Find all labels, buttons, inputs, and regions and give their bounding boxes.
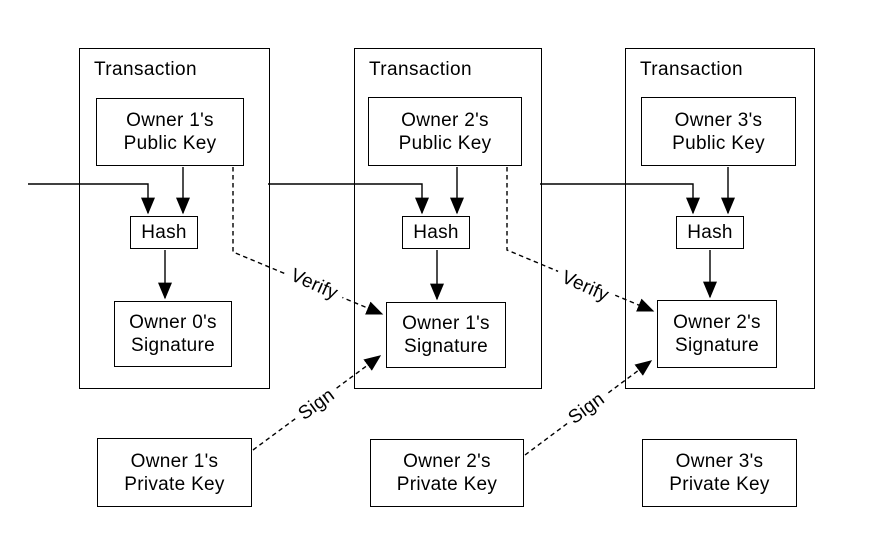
hash-box-2: Hash [402,216,470,249]
public-key-owner-2: Owner 2's [401,109,489,131]
signature-box-3: Owner 2's Signature [657,300,777,368]
public-key-label-2: Public Key [398,132,492,154]
public-key-label-1: Public Key [123,133,217,154]
transaction-title-1: Transaction [94,59,197,80]
sign-arrow-2 [524,360,653,456]
hash-label-2: Hash [413,222,459,243]
hash-label-1: Hash [141,222,187,243]
transaction-title-3: Transaction [640,59,743,80]
transaction-box-1: Transaction Owner 1's Public Key Hash Ow… [79,48,270,389]
private-key-label-3: Private Key [669,474,770,495]
signature-label-2: Signature [403,336,489,357]
signature-label-3: Signature [674,335,760,356]
chain-line-arrow-3 [540,183,700,215]
private-key-owner-2: Owner 2's [403,451,491,472]
private-key-label-1: Private Key [124,473,225,495]
signature-box-1: Owner 0's Signature [114,301,232,367]
signature-owner-2: Owner 1's [402,313,490,334]
private-key-owner-3: Owner 3's [675,451,764,472]
hash-box-3: Hash [676,216,744,249]
public-key-owner-1: Owner 1's [126,110,214,131]
transaction-box-3: Transaction Owner 3's Public Key Hash Ow… [625,48,815,389]
private-key-owner-1: Owner 1's [130,450,219,472]
public-key-box-2: Owner 2's Public Key [368,97,522,166]
signature-box-2: Owner 1's Signature [386,302,506,368]
chain-line-arrow-2 [268,183,429,215]
signature-label-1: Signature [130,335,216,356]
private-key-box-2: Owner 2's Private Key [370,439,524,507]
private-key-label-2: Private Key [396,474,498,495]
private-key-box-3: Owner 3's Private Key [642,439,797,507]
private-key-box-1: Owner 1's Private Key [97,438,252,507]
chain-line-arrow-1 [28,183,155,215]
signature-owner-1: Owner 0's [129,312,217,333]
transaction-title-2: Transaction [369,59,472,80]
hash-box-1: Hash [130,216,198,249]
public-key-box-3: Owner 3's Public Key [641,97,796,166]
public-key-box-1: Owner 1's Public Key [96,98,244,166]
sign-arrow-1 [252,355,382,451]
signature-owner-3: Owner 2's [673,312,761,333]
hash-label-3: Hash [687,222,733,243]
public-key-label-3: Public Key [672,132,765,154]
public-key-owner-3: Owner 3's [674,109,763,131]
transaction-box-2: Transaction Owner 2's Public Key Hash Ow… [354,48,542,389]
